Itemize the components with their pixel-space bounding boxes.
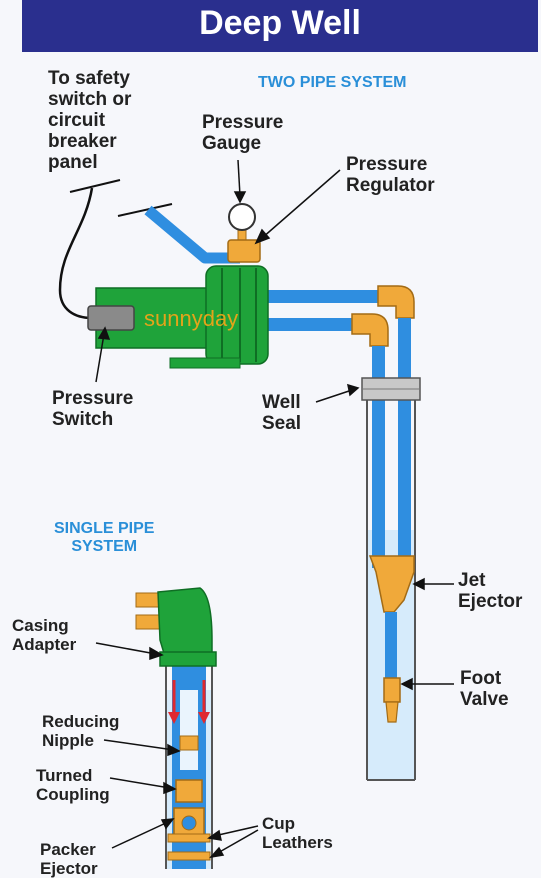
leader-foot-head: [400, 677, 413, 691]
suction-pipe: [372, 346, 385, 568]
discharge-pipe: [144, 205, 240, 264]
page-title: Deep Well: [199, 4, 361, 42]
leader-adapter-head: [149, 646, 164, 661]
drive-pipe: [398, 318, 411, 568]
leader-switch-head: [97, 326, 111, 340]
upper-horizontal-pipe: [268, 290, 386, 303]
label-pressure-gauge: Pressure Gauge: [202, 112, 284, 154]
flow-arrow-head: [198, 712, 210, 724]
label-packer-ejector: Packer Ejector: [40, 840, 98, 878]
outer-elbow: [377, 285, 415, 319]
pressure-regulator-body: [227, 239, 261, 263]
leader-well-seal: [315, 389, 353, 403]
cup-leather: [167, 833, 211, 843]
title-banner: Deep Well: [22, 0, 538, 52]
label-well-seal: Well Seal: [262, 392, 302, 434]
watermark: sunnyday: [144, 306, 239, 331]
label-pressure-regulator: Pressure Regulator: [346, 154, 435, 196]
pressure-gauge-dial: [228, 203, 256, 231]
label-single-pipe-system: SINGLE PIPE SYSTEM: [54, 520, 155, 555]
leader-coupling-head: [163, 781, 177, 795]
label-casing-adapter: Casing Adapter: [12, 616, 77, 654]
label-safety-switch: To safety switch or circuit breaker pane…: [48, 68, 132, 173]
cable-end-marker: [69, 179, 121, 193]
pipe-end-marker: [117, 203, 173, 217]
adapter-flange: [159, 651, 217, 667]
leader-gauge: [237, 159, 241, 197]
reducing-nipple: [179, 735, 199, 751]
leader-packer-head: [160, 818, 175, 830]
leader-gauge-head: [233, 191, 247, 204]
label-turned-coupling: Turned Coupling: [36, 766, 110, 804]
leader-packer: [111, 821, 169, 849]
leader-coupling: [109, 777, 171, 789]
label-reducing-nipple: Reducing Nipple: [42, 712, 120, 750]
leader-nipple: [103, 739, 175, 751]
leader-cup-1: [213, 825, 259, 837]
label-foot-valve: Foot Valve: [460, 668, 509, 710]
single-pipe-inner: [180, 690, 198, 770]
leader-jet-head: [412, 577, 425, 591]
tail-pipe: [385, 612, 397, 678]
lower-horizontal-pipe: [268, 318, 360, 331]
label-two-pipe-system: TWO PIPE SYSTEM: [258, 74, 407, 91]
packer-ejector-port: [181, 815, 197, 831]
cup-leather: [167, 851, 211, 861]
leader-cup-1-head: [207, 829, 222, 841]
leader-cup-2-head: [209, 846, 225, 859]
pump-base: [169, 357, 241, 369]
jet-ejector: [368, 555, 415, 613]
leader-adapter: [95, 642, 157, 655]
leader-switch: [95, 333, 105, 383]
foot-valve: [383, 677, 401, 703]
turned-coupling: [175, 779, 203, 803]
inner-elbow: [351, 313, 389, 347]
leader-nipple-head: [167, 743, 181, 757]
label-jet-ejector: Jet Ejector: [458, 570, 523, 612]
leader-well-seal-head: [347, 383, 360, 397]
flow-arrow-head: [168, 712, 180, 724]
leader-regulator: [261, 169, 341, 239]
label-pressure-switch: Pressure Switch: [52, 388, 134, 430]
label-cup-leathers: Cup Leathers: [262, 814, 333, 852]
leader-regulator-head: [254, 228, 271, 245]
power-cable: [58, 187, 94, 320]
casing-adapter-body: [157, 587, 213, 661]
foot-valve-strainer: [385, 701, 399, 723]
pressure-switch-box: [87, 305, 135, 331]
leader-cup-2: [215, 829, 259, 855]
